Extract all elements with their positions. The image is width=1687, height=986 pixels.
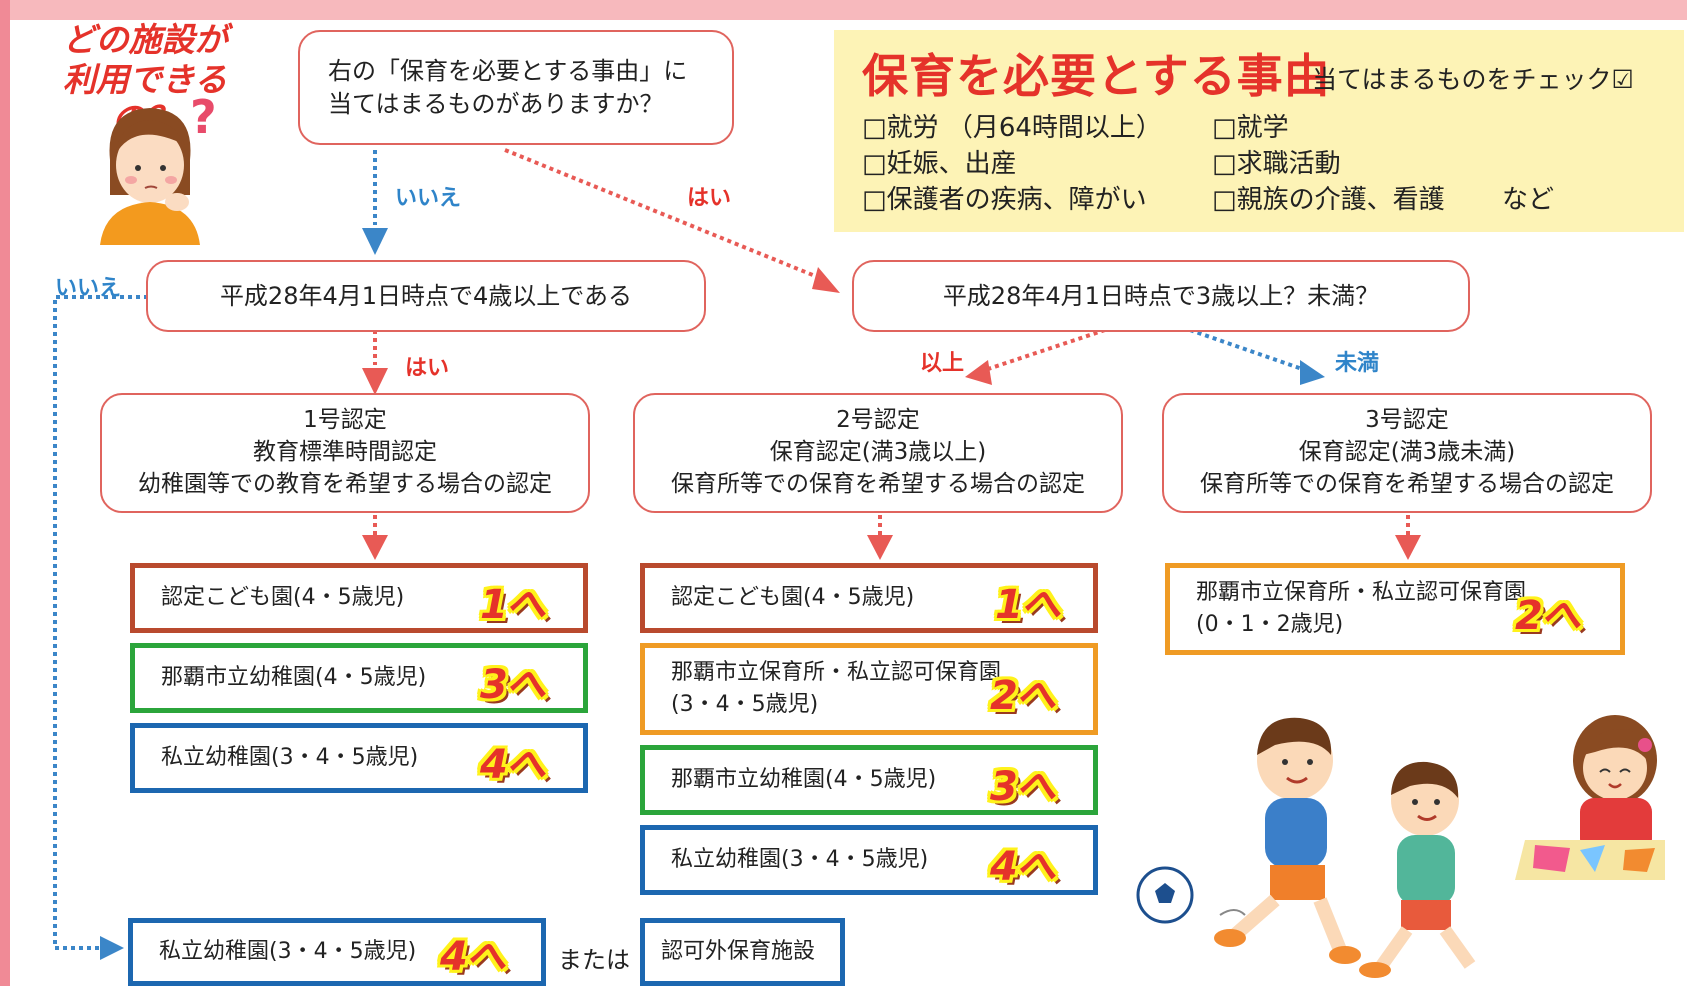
- reason-nursing: □親族の介護、看護: [1212, 185, 1445, 215]
- label-yes-1: はい: [687, 186, 732, 211]
- facility-label: 那覇市立保育所・私立認可保育園 (3・4・5歳児): [671, 660, 1002, 717]
- facility-col2-nursery[interactable]: 那覇市立保育所・私立認可保育園 (3・4・5歳児): [640, 643, 1098, 735]
- facility-label: 認可外保育施設: [661, 939, 816, 965]
- reason-employment: □就労 （月64時間以上）: [862, 113, 1162, 143]
- facility-label: 認定こども園(4・5歳児): [671, 585, 915, 611]
- goto-2-icon: 2へ: [1515, 593, 1581, 639]
- cert-2-box: 2号認定 保育認定(満3歳以上) 保育所等での保育を希望する場合の認定: [633, 393, 1123, 513]
- goto-4-icon: 4へ: [990, 844, 1056, 890]
- or-text: または: [558, 946, 630, 974]
- label-below: 未満: [1335, 351, 1380, 376]
- arrowhead-above: [965, 360, 992, 385]
- reason-etc: など: [1502, 185, 1555, 215]
- facility-label: 那覇市立幼稚園(4・5歳児): [671, 767, 937, 793]
- reasons-title: 保育を必要とする事由: [862, 49, 1331, 103]
- goto-3-icon: 3へ: [480, 662, 546, 708]
- cert-2-number: 2号認定: [836, 407, 920, 434]
- question-mark-icon: ?: [190, 90, 217, 144]
- reason-illness: □保護者の疾病、障がい: [862, 185, 1147, 215]
- reasons-subtitle: 当てはまるものをチェック☑: [1312, 65, 1634, 94]
- playing-children-illustration: [1136, 715, 1665, 978]
- facility-col1-private-kindergarten[interactable]: 私立幼稚園(3・4・5歳児): [130, 723, 588, 793]
- label-above: 以上: [920, 351, 965, 376]
- question-2-box: 平成28年4月1日時点で4歳以上である: [146, 260, 706, 332]
- question-3-box: 平成28年4月1日時点で3歳以上？未満？: [852, 260, 1470, 332]
- goto-3-icon: 3へ: [990, 764, 1056, 810]
- facility-col2-private-kindergarten[interactable]: 私立幼稚園(3・4・5歳児): [640, 825, 1098, 895]
- arrowhead-c2: [867, 535, 893, 560]
- goto-2-icon: 2へ: [990, 673, 1056, 719]
- facility-label: 那覇市立幼稚園(4・5歳児): [161, 665, 427, 691]
- facility-label: 那覇市立保育所・私立認可保育園 (0・1・2歳児): [1196, 580, 1527, 637]
- facility-label: 認定こども園(4・5歳児): [161, 585, 405, 611]
- cert-1-box: 1号認定 教育標準時間認定 幼稚園等での教育を希望する場合の認定: [100, 393, 590, 513]
- arrowhead-yes-2: [362, 368, 388, 395]
- arrowhead-c3: [1395, 535, 1421, 560]
- reason-job-search: □求職活動: [1212, 149, 1341, 179]
- label-no-2: いいえ: [55, 276, 122, 301]
- goto-4-icon: 4へ: [480, 742, 546, 788]
- cert-1-desc: 幼稚園等での教育を希望する場合の認定: [138, 470, 552, 497]
- label-no-1: いいえ: [395, 186, 462, 211]
- arrow-above: [984, 328, 1106, 372]
- goto-1-icon: 1へ: [480, 582, 546, 628]
- arrowhead-below: [1300, 360, 1325, 385]
- facility-col1-kodomoen[interactable]: 認定こども園(4・5歳児): [130, 563, 588, 633]
- facility-unlicensed-nursery[interactable]: 認可外保育施設: [640, 918, 845, 986]
- goto-4-icon: 4へ: [440, 934, 506, 980]
- arrowhead-no-1: [362, 228, 388, 255]
- arrow-below: [1189, 328, 1306, 372]
- top-border: [0, 0, 1687, 20]
- label-yes-2: はい: [405, 356, 450, 381]
- facility-col3-nursery[interactable]: 那覇市立保育所・私立認可保育園 (0・1・2歳児): [1165, 563, 1625, 655]
- arrow-no-2: [53, 295, 148, 950]
- goto-1-icon: 1へ: [995, 582, 1061, 628]
- cert-2-type: 保育認定(満3歳以上): [769, 439, 987, 466]
- arrowhead-c1: [362, 535, 388, 560]
- arrowhead-yes-1: [812, 267, 840, 293]
- facility-bottom-private-kindergarten[interactable]: 私立幼稚園(3・4・5歳児): [128, 918, 546, 986]
- cert-3-number: 3号認定: [1365, 407, 1449, 434]
- reason-pregnancy: □妊娠、出産: [862, 149, 1017, 179]
- cert-3-type: 保育認定(満3歳未満): [1298, 439, 1516, 466]
- facility-label: 私立幼稚園(3・4・5歳児): [161, 745, 419, 771]
- cert-1-type: 教育標準時間認定: [253, 439, 437, 466]
- facility-col2-kodomoen[interactable]: 認定こども園(4・5歳児): [640, 563, 1098, 633]
- cert-3-desc: 保育所等での保育を希望する場合の認定: [1200, 470, 1614, 497]
- cert-1-number: 1号認定: [303, 407, 387, 434]
- facility-col2-city-kindergarten[interactable]: 那覇市立幼稚園(4・5歳児): [640, 745, 1098, 815]
- reasons-panel: 保育を必要とする事由 当てはまるものをチェック☑ □就労 （月64時間以上） □…: [834, 30, 1684, 232]
- facility-col1-city-kindergarten[interactable]: 那覇市立幼稚園(4・5歳児): [130, 643, 588, 713]
- left-border: [0, 0, 10, 986]
- question-1-box: 右の「保育を必要とする事由」に 当てはまるものがありますか？: [298, 30, 734, 145]
- arrow-yes-1: [504, 148, 826, 282]
- facility-label: 私立幼稚園(3・4・5歳児): [159, 939, 417, 965]
- cert-3-box: 3号認定 保育認定(満3歳未満) 保育所等での保育を希望する場合の認定: [1162, 393, 1652, 513]
- cert-2-desc: 保育所等での保育を希望する場合の認定: [671, 470, 1085, 497]
- thinking-woman-illustration: [100, 108, 200, 245]
- reason-school: □就学: [1212, 113, 1289, 143]
- arrowhead-no-2: [100, 936, 124, 960]
- facility-label: 私立幼稚園(3・4・5歳児): [671, 847, 929, 873]
